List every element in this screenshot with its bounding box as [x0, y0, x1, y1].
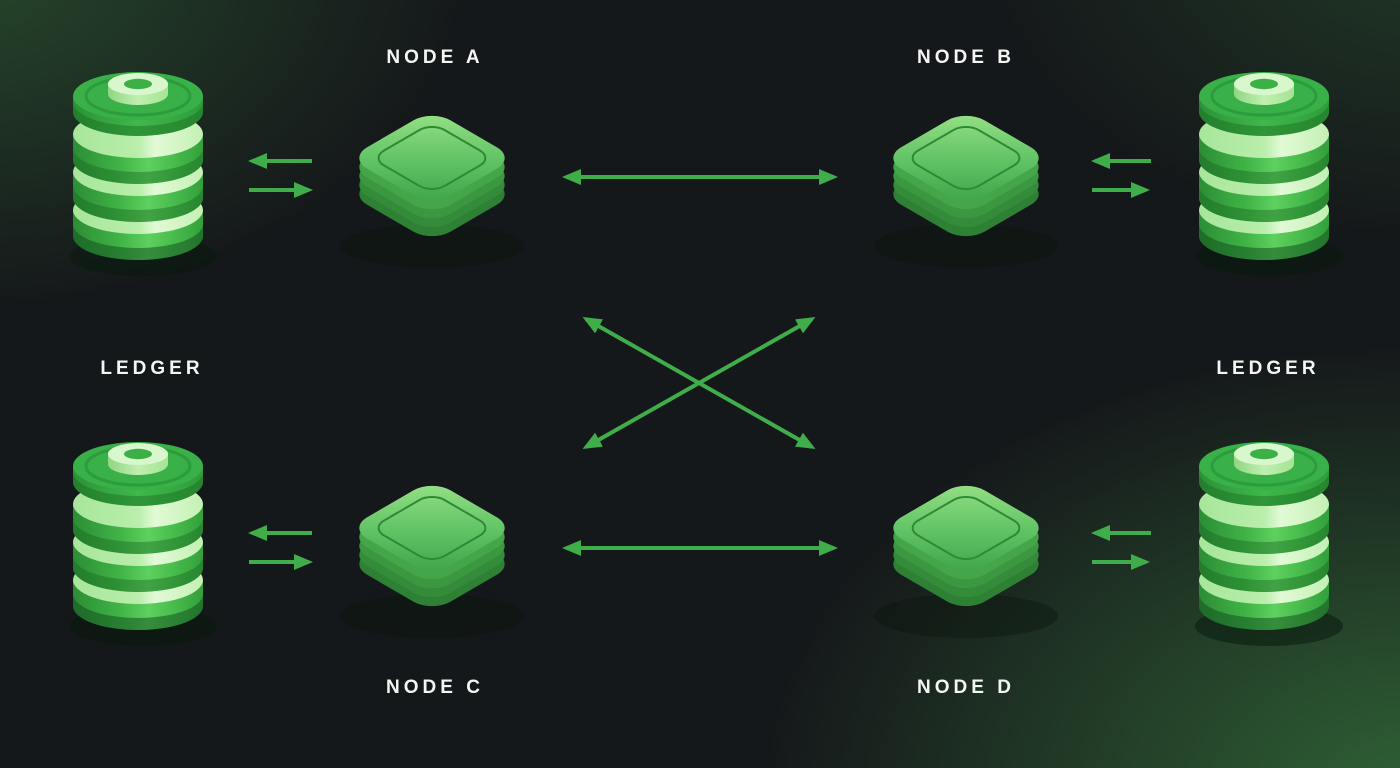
- exchange-arrows-ledger-right-node-d: [1091, 525, 1151, 570]
- exchange-arrows-ledger-left-node-c: [248, 525, 313, 570]
- ledger-stack-bottom-right-icon: [1193, 440, 1345, 648]
- node-a-platform-icon: [340, 110, 524, 268]
- node-b-label: NODE B: [917, 47, 1015, 68]
- node-c-platform-icon: [340, 480, 524, 638]
- ledger-stack-top-left-icon: [67, 70, 219, 278]
- ledger-stack-bottom-left-icon: [67, 440, 219, 648]
- exchange-arrows-ledger-left-node-a: [248, 153, 313, 198]
- node-d-platform-icon: [874, 480, 1058, 638]
- ledger-left-label: LEDGER: [100, 358, 204, 379]
- node-b-platform-icon: [874, 110, 1058, 268]
- node-c-label: NODE C: [386, 677, 484, 698]
- exchange-arrows-ledger-right-node-b: [1091, 153, 1151, 198]
- node-d-label: NODE D: [917, 677, 1015, 698]
- ledger-right-label: LEDGER: [1216, 358, 1320, 379]
- arrow-node-b-node-c: [582, 317, 816, 449]
- node-a-label: NODE A: [386, 47, 484, 68]
- ledger-stack-top-right-icon: [1193, 70, 1345, 278]
